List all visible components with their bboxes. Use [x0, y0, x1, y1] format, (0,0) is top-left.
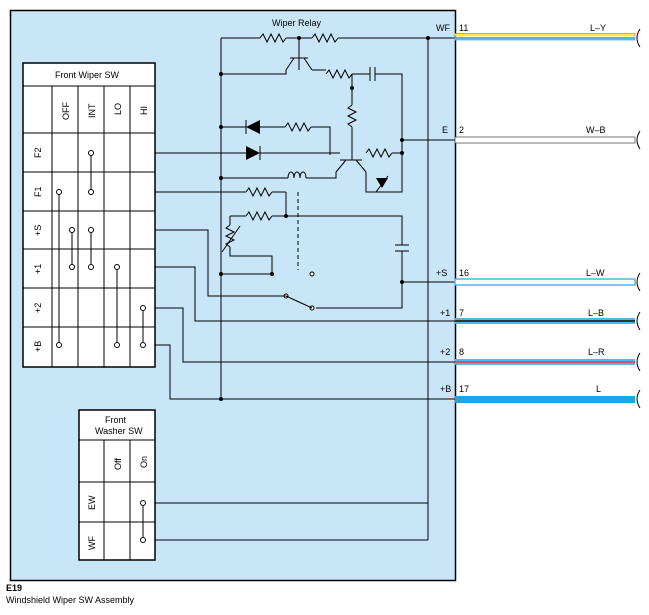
wiper-pos-hi: HI — [139, 106, 149, 115]
svg-text:7: 7 — [459, 308, 464, 318]
wiper-term-b: +B — [33, 341, 43, 352]
wiper-term-s: +S — [33, 225, 43, 236]
svg-text:8: 8 — [459, 347, 464, 357]
svg-text:L–B: L–B — [588, 308, 604, 318]
svg-text:17: 17 — [459, 384, 469, 394]
svg-text:+2: +2 — [440, 347, 450, 357]
pin-e: E 2 W–B — [442, 125, 641, 150]
pin-2: +2 8 L–R — [440, 347, 641, 372]
washer-pos-off: Off — [113, 458, 123, 470]
wiper-term-f2: F2 — [33, 147, 43, 158]
washer-term-ew: EW — [87, 495, 97, 510]
relay-title: Wiper Relay — [272, 18, 322, 28]
wiper-pos-off: OFF — [61, 102, 71, 120]
component-name: Windshield Wiper SW Assembly — [6, 595, 135, 605]
svg-text:+1: +1 — [440, 308, 450, 318]
pin-1: +1 7 L–B — [440, 308, 641, 331]
front-wiper-switch: Front Wiper SW OFF INT LO HI F2 F1 +S +1… — [22, 62, 156, 368]
svg-text:W–B: W–B — [586, 125, 606, 135]
relay-circuit — [155, 32, 455, 541]
svg-text:L–R: L–R — [588, 347, 605, 357]
washer-sw-title-1: Front — [105, 415, 127, 425]
connector-pins: WF 11 L–Y E 2 W–B +S 16 L–W +1 7 L–B — [436, 23, 641, 409]
pin-b: +B 17 L — [440, 384, 641, 409]
washer-sw-title-2: Washer SW — [95, 426, 143, 436]
svg-text:L–Y: L–Y — [590, 23, 606, 33]
svg-text:+S: +S — [436, 268, 447, 278]
component-code: E19 — [6, 583, 23, 593]
washer-term-wf: WF — [87, 536, 97, 550]
svg-text:E: E — [442, 125, 448, 135]
pin-s: +S 16 L–W — [436, 268, 641, 292]
svg-text:11: 11 — [459, 23, 468, 33]
svg-text:2: 2 — [459, 125, 464, 135]
wiper-term-f1: F1 — [33, 186, 43, 197]
wiper-term-1: +1 — [33, 264, 43, 274]
wiper-pos-lo: LO — [113, 103, 123, 115]
washer-pos-on: On — [139, 456, 149, 468]
wiper-term-2: +2 — [33, 303, 43, 313]
svg-text:+B: +B — [440, 384, 451, 394]
front-washer-switch: Front Washer SW Off On EW WF — [78, 409, 156, 561]
wiper-pos-int: INT — [87, 103, 97, 118]
svg-text:WF: WF — [436, 23, 450, 33]
svg-text:L: L — [596, 384, 601, 394]
svg-text:L–W: L–W — [586, 268, 605, 278]
svg-text:16: 16 — [459, 268, 469, 278]
wiper-sw-title: Front Wiper SW — [55, 70, 120, 80]
pin-wf: WF 11 L–Y — [436, 23, 641, 48]
